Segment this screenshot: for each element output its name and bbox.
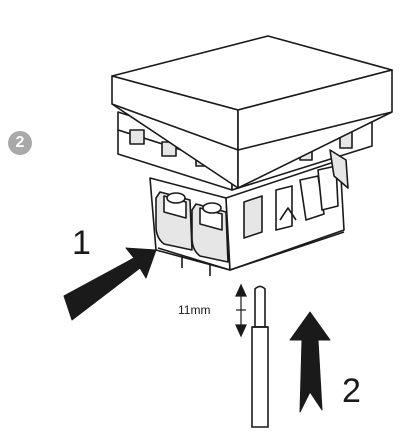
socket-module — [111, 35, 393, 276]
arrow-2-label: 2 — [342, 372, 361, 410]
bare-conductor — [254, 285, 266, 328]
strip-length-dimension — [235, 283, 247, 338]
wire-insulation — [251, 326, 269, 428]
arrow-1-label: 1 — [72, 224, 91, 262]
arrow-2-icon — [289, 311, 331, 413]
strip-length-label: 11mm — [178, 303, 211, 317]
step-number-badge: 2 — [8, 131, 32, 155]
arrow-1-icon — [63, 247, 157, 321]
stripped-wire — [251, 285, 269, 428]
